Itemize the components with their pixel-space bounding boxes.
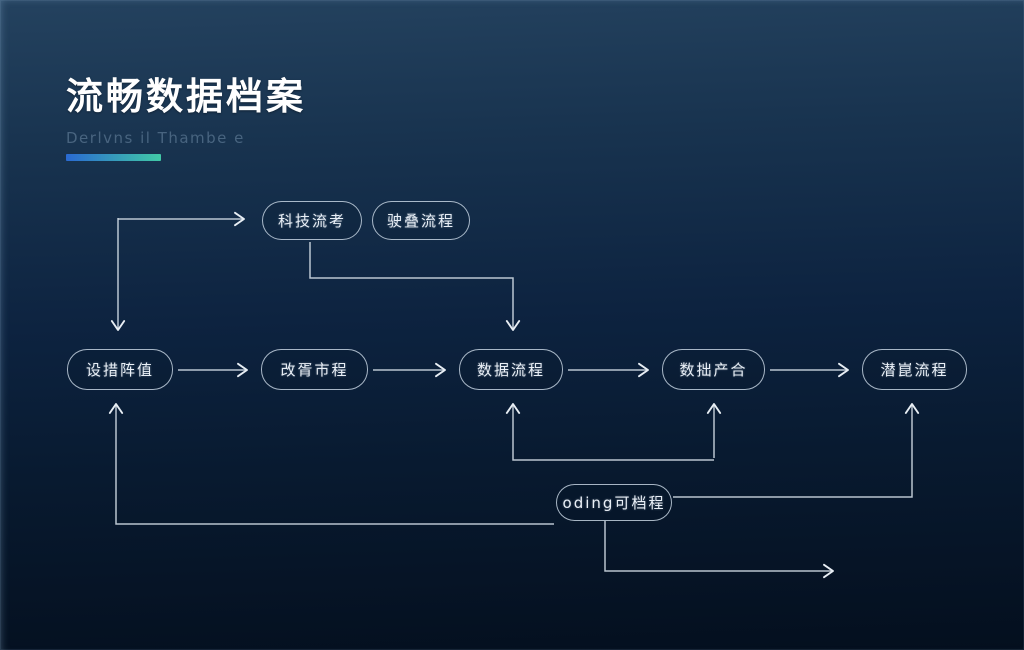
flow-node-stage-1: 设措阵值 [67,349,173,390]
slide-header: 流畅数据档案 Derlvns il Thambe e [66,66,306,161]
connector-tech-to-stage3 [309,242,521,331]
flow-node-tech-process: 科技流考 [262,201,362,240]
connector-coding-outflow [604,521,834,579]
flow-node-coding-process: oding可档程 [556,484,672,521]
flow-node-stage-2: 改胥市程 [261,349,368,390]
page-subtitle: Derlvns il Thambe e [66,129,245,147]
flow-node-stage-4: 数拙产合 [662,349,765,390]
page-title: 流畅数据档案 [66,75,306,118]
connector-coding-to-stage1 [108,403,554,525]
flow-node-wave-process: 驶叠流程 [372,201,470,240]
flow-node-stage-5: 潜崑流程 [862,349,967,390]
title-accent-bar [66,154,161,161]
flow-node-stage-3: 数据流程 [459,349,563,390]
connector-loopback-to-stage3 [505,403,714,461]
connector-coding-to-stage5 [673,403,920,498]
